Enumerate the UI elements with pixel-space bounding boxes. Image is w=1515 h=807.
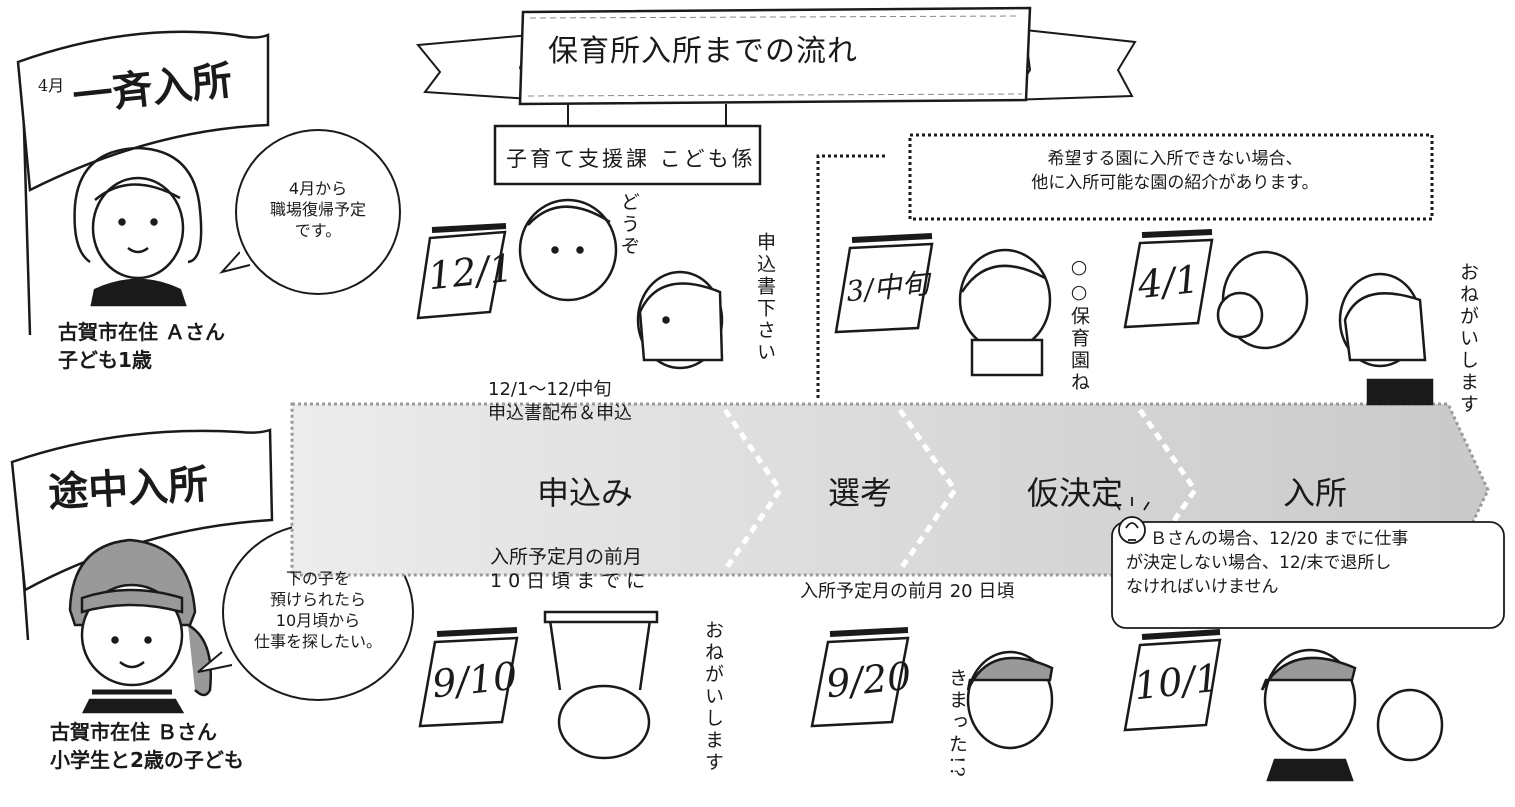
person-a-name: 古賀市在住 Ａさん [58,320,225,344]
tip-line-2: が決定しない場合、12/末で退所し [1126,553,1392,573]
speech-kimatta: きまった!? [946,668,968,780]
bubble-b-line-2: 預けられたら [269,590,366,609]
speech-onegai-b: おねがいします [702,620,724,774]
person-b-portrait [68,538,212,714]
office-sign-board [493,124,762,186]
bubble-a-line-1: 4月から [288,179,348,198]
calendar-b1-date: 9/10 [429,653,520,707]
stage-admission: 入所 [1282,474,1347,512]
flag-a-month: 4月 [38,76,65,95]
person-b-caption: 古賀市在住 Ｂさん 小学生と2歳の子ども [50,718,244,774]
speech-hoikuen: ○○保育園ね [1068,256,1090,394]
bubble-b-line-1: 下の子を [285,569,350,588]
page-title: 保育所入所までの流れ [548,34,858,69]
bubble-b-line-4: 仕事を探したい。 [253,632,382,651]
schedule-a-action: 申込書配布＆申込 [488,403,632,424]
person-b-children: 小学生と2歳の子ども [50,748,244,772]
speech-douzo: どうぞ [618,192,640,258]
title-banner [416,6,1137,128]
calendars [416,223,1222,732]
tip-line-1: Ｂさんの場合、12/20 までに仕事 [1150,529,1409,549]
notice-line-1: 希望する園に入所できない場合、 [1047,149,1303,169]
bubble-a [219,129,401,295]
tip-text: Ｂさんの場合、12/20 までに仕事 が決定しない場合、12/末で退所し なけれ… [1126,527,1409,599]
person-b-name: 古賀市在住 Ｂさん [50,720,217,744]
tip-line-3: なければいけません [1126,577,1279,597]
person-a-caption: 古賀市在住 Ａさん 子ども1歳 [58,318,225,374]
schedule-b-deadline-line-2: 10日頃までに [490,570,652,592]
bubble-a-line-2: 職場復帰予定 [269,200,366,219]
schedule-b-deadline-line-1: 入所予定月の前月 [490,546,643,568]
schedule-b-decision: 入所予定月の前月 20 日頃 [800,581,1015,602]
calendar-b2-date: 9/20 [823,653,914,707]
office-sign-label: 子育て支援課 こども係 [506,147,756,171]
bubble-b-text: 下の子を 預けられたら 10月頃から 仕事を探したい。 [240,568,396,652]
bubble-a-text: 4月から 職場復帰予定 です。 [243,178,393,241]
notice-box-border [908,133,1434,221]
calendar-a3-date: 4/1 [1135,256,1202,308]
bubble-a-line-3: です。 [294,221,342,240]
stage-apply: 申込み [536,474,633,512]
stage-selection: 選考 [827,474,892,512]
calendar-b3-date: 10/1 [1131,655,1222,709]
staff-figures [518,198,1444,782]
stage-provisional: 仮決定 [1026,474,1123,512]
speech-moushikomi: 申込書下さい [754,232,776,364]
person-a-portrait [73,146,203,307]
schedule-a-period: 12/1～12/中旬 [488,379,612,400]
tip-bubble [1111,497,1505,629]
notice-connector [816,154,885,400]
person-a-child: 子ども1歳 [58,348,152,372]
notice-box: 希望する園に入所できない場合、 他に入所可能な園の紹介があります。 [930,147,1420,195]
speech-onegai-a: おねがいします [1457,262,1479,416]
schedule-a: 12/1～12/中旬 申込書配布＆申込 [488,378,632,426]
flag-a [16,30,270,336]
notice-line-2: 他に入所可能な園の紹介があります。 [1031,173,1319,193]
schedule-b-deadline: 入所予定月の前月 10日頃までに [490,545,651,593]
flag-b-title: 途中入所 [47,460,210,517]
bubble-b-line-3: 10月頃から [275,611,361,630]
calendar-a1-date: 12/1 [425,245,516,299]
